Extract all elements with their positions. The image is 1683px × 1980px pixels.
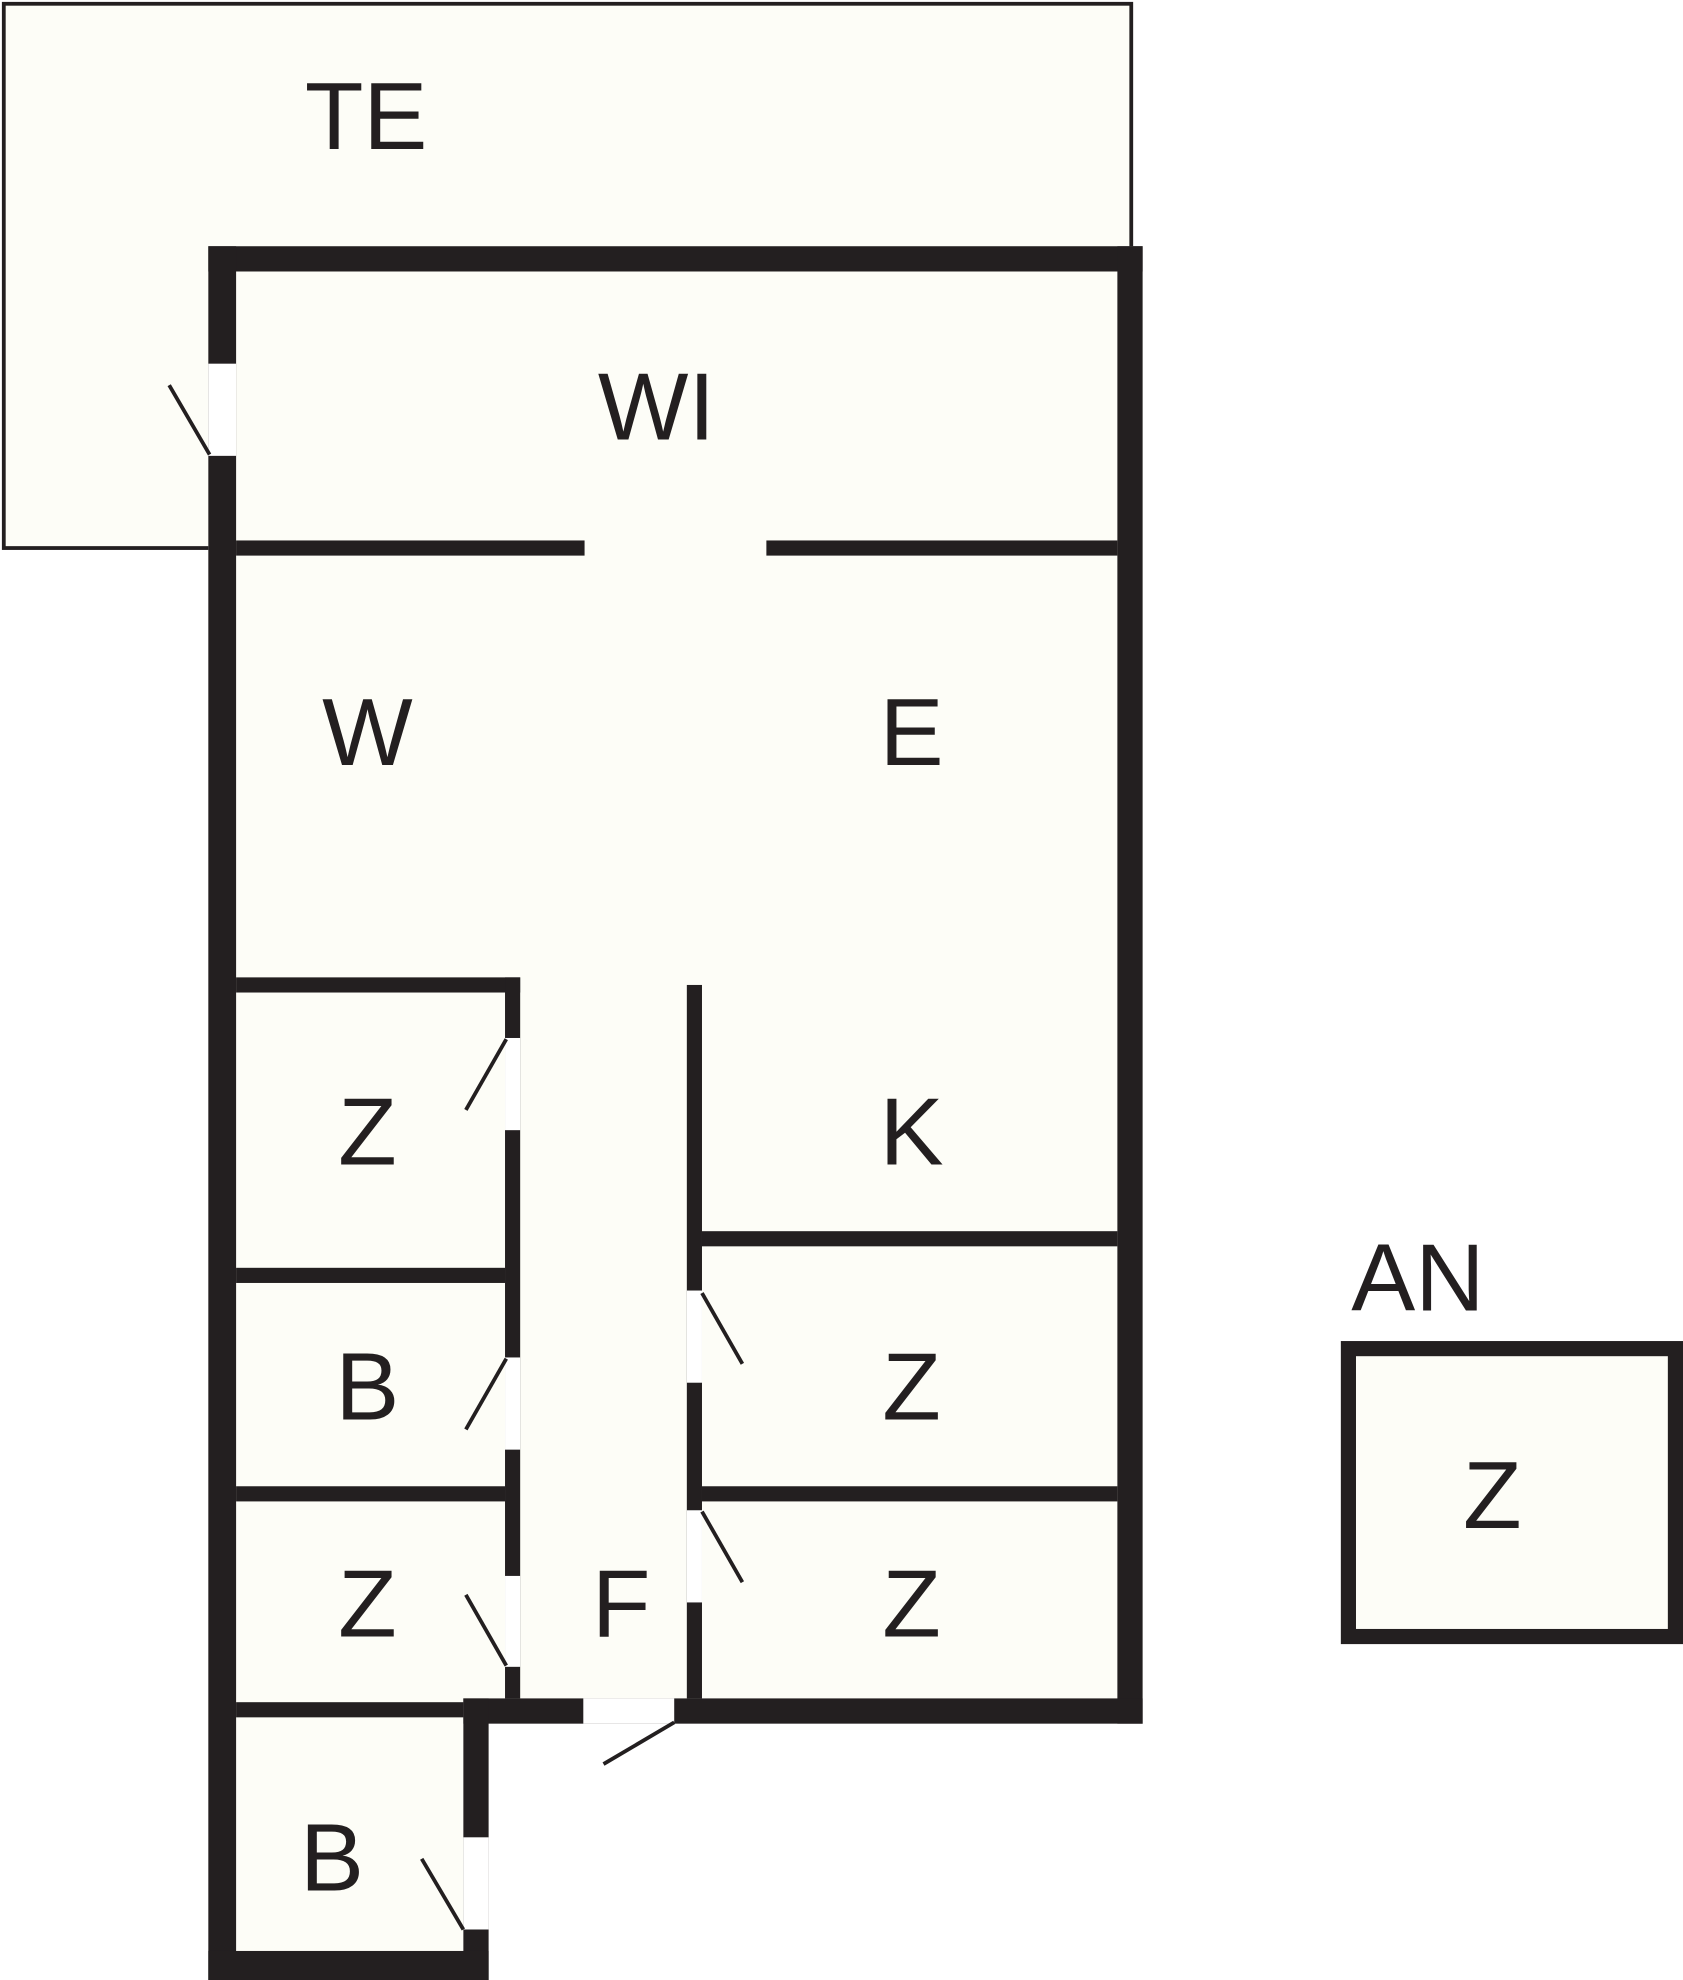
room-label-living-1: WI bbox=[598, 353, 715, 460]
door-swing bbox=[464, 1593, 508, 1667]
door-swing bbox=[464, 1038, 508, 1111]
bathroom-1-door[interactable] bbox=[505, 1357, 521, 1450]
bathroom-2-door[interactable] bbox=[463, 1837, 489, 1930]
bathroom-floor bbox=[208, 1698, 489, 1980]
room-label-bathroom-left-1: B bbox=[335, 1333, 399, 1440]
annex-building bbox=[1340, 1341, 1683, 1645]
room-label-living-2: W bbox=[322, 679, 413, 786]
entrance-outside bbox=[488, 1723, 1247, 1980]
room-label-bedroom-right-2: Z bbox=[882, 1551, 941, 1658]
room-label-annex-room: Z bbox=[1463, 1442, 1522, 1549]
room-label-bedroom-left-1: Z bbox=[338, 1078, 397, 1185]
door-swing bbox=[167, 384, 212, 456]
annex-label: AN bbox=[1351, 1225, 1484, 1332]
room-label-kitchen: K bbox=[880, 1078, 944, 1185]
bedroom-right-1-door[interactable] bbox=[686, 1290, 702, 1383]
room-label-dining: E bbox=[880, 679, 944, 786]
door-swing bbox=[700, 1510, 745, 1584]
door-swing bbox=[420, 1857, 465, 1931]
bedroom-right-2-door[interactable] bbox=[686, 1510, 702, 1603]
room-label-terrace: TE bbox=[305, 63, 428, 170]
door-swing bbox=[700, 1292, 745, 1365]
room-label-hallway: F bbox=[592, 1551, 651, 1658]
room-label-bedroom-left-2: Z bbox=[338, 1551, 397, 1658]
bedroom-left-1-door[interactable] bbox=[505, 1037, 521, 1131]
terrace-door[interactable] bbox=[208, 363, 237, 456]
entrance-door[interactable] bbox=[583, 1698, 675, 1724]
door-swing bbox=[464, 1357, 508, 1431]
room-label-bedroom-right-1: Z bbox=[882, 1333, 941, 1440]
door-swing bbox=[602, 1720, 676, 1766]
bedroom-left-2-door[interactable] bbox=[505, 1575, 521, 1667]
room-label-bathroom-left-2: B bbox=[300, 1804, 364, 1911]
